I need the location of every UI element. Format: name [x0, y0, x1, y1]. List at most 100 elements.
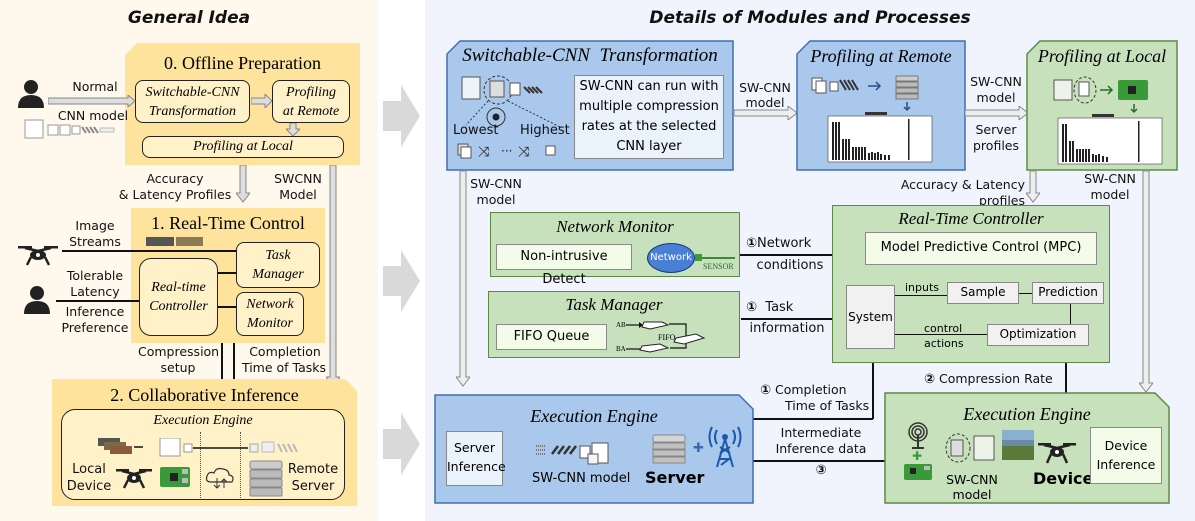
details-title: Details of Modules and Processes: [649, 8, 971, 28]
drone-icon: [116, 469, 152, 489]
sw-cnn-icon: [461, 75, 561, 128]
image-stream-icon: [146, 237, 203, 246]
device-model-icon: [945, 430, 1034, 463]
ab-label: AB: [616, 321, 626, 329]
arrow-down-icon: [1026, 171, 1040, 203]
server-inference-label: Server: [454, 440, 495, 455]
arrow-line: [218, 306, 236, 308]
intermediate-label-1: Intermediate: [780, 425, 862, 440]
model-label: model: [745, 95, 785, 110]
task-manager-title: Task Manager: [565, 295, 663, 314]
arrow-line: [218, 272, 236, 274]
model-text: model: [952, 487, 992, 502]
device-inference-label: Device: [1104, 438, 1148, 453]
server-inference-box: Server Inference: [446, 431, 506, 486]
local-profile-chart-icon: [1053, 76, 1163, 165]
stage0-title: 0. Offline Preparation: [163, 53, 322, 73]
intermediate-arrow: [752, 460, 887, 462]
general-idea-title: General Idea: [127, 8, 251, 28]
remote-profile-chart-icon: [811, 75, 933, 163]
system-box: System: [846, 285, 895, 349]
profiling-local-title: Profiling at Local: [1037, 46, 1167, 66]
step-number: ①: [760, 383, 772, 398]
server-engine-title: Execution Engine: [530, 406, 658, 426]
svg-text:⤨: ⤨: [478, 144, 490, 160]
big-arrow-icon: [383, 250, 420, 312]
task-information-arrow: [741, 318, 833, 320]
controller-label-2: Controller: [149, 299, 208, 314]
stage2-title: 2. Collaborative Inference: [110, 385, 299, 405]
server-label: Server: [291, 479, 335, 494]
cnn-model-icon: [24, 119, 115, 139]
sw-cnn-model-label: SW-CNN model: [532, 471, 631, 486]
stage1-title: 1. Real-Time Control: [131, 213, 325, 234]
latency-label: Latency: [70, 284, 120, 299]
profiling-remote-label-1: Profiling: [285, 85, 337, 100]
device-inference-label: Inference: [1096, 457, 1156, 472]
inference-label: Inference: [65, 304, 125, 319]
execution-engine-title: Execution Engine: [153, 413, 253, 428]
highest-label: Highest: [520, 123, 570, 138]
accuracy-label: Accuracy: [146, 171, 204, 186]
switchable-cnn-box[interactable]: Switchable-CNN Transformation: [135, 80, 250, 123]
time-of-tasks-label: Time of Tasks: [241, 360, 327, 375]
arrow-down-icon: [1139, 171, 1153, 393]
local-label: Local: [72, 462, 106, 477]
task-manager-box[interactable]: Task Manager: [236, 242, 320, 288]
profiling-remote-label-2: at Remote: [282, 104, 340, 119]
image-label: Image: [75, 218, 115, 233]
wireless-device-icon: ✚: [904, 422, 932, 480]
cnn-model-label: CNN model: [57, 108, 129, 123]
model-label: Model: [279, 187, 317, 202]
stage1-title-text: 1. Real-Time Control: [151, 213, 305, 233]
device-label: Device: [1033, 469, 1094, 488]
device-label: Device: [66, 479, 112, 494]
completion-label-1: ① Completion: [760, 382, 870, 399]
sw-cnn-label: SW-CNN: [739, 80, 791, 95]
profiling-local-box[interactable]: Profiling at Local: [142, 136, 344, 158]
server-label: Server: [975, 122, 1017, 137]
normal-label: Normal: [72, 79, 118, 94]
drone-icon: [1038, 443, 1076, 464]
network-sensor-icon: Network: [647, 243, 695, 273]
description-line: SW-CNN can run with: [579, 79, 719, 94]
sw-cnn-label: SW-CNN: [1084, 171, 1136, 186]
arrow-icon: [48, 95, 136, 107]
network-conditions-label-1: ①Network: [746, 236, 836, 252]
network-conditions-label-2: conditions: [756, 258, 824, 273]
sensor-node: [695, 254, 702, 261]
compression-rate-text: Compression Rate: [939, 371, 1053, 386]
lowest-label: Lowest: [453, 123, 499, 138]
description-line: CNN layer: [616, 139, 682, 154]
divider: [240, 432, 241, 498]
mpc-box: Model Predictive Control (MPC): [865, 232, 1097, 265]
arrow-down-icon: [286, 123, 300, 137]
drone-icon: [18, 246, 58, 266]
device-model-label: SW-CNN model: [942, 472, 1002, 502]
svg-text:⤨: ⤨: [518, 144, 530, 160]
prediction-box: Prediction: [1032, 282, 1104, 304]
execution-engine-box[interactable]: [61, 409, 345, 500]
profiling-remote-box[interactable]: Profiling at Remote: [272, 80, 350, 123]
sw-cnn-model-icon: [536, 442, 609, 465]
completion-arrow: [233, 343, 235, 381]
svg-text:✚: ✚: [912, 449, 922, 463]
remote-label: Remote: [287, 462, 339, 477]
device-engine-title: Execution Engine: [963, 404, 1091, 424]
prediction-arrow: [1070, 304, 1071, 324]
image-flow-icon: [98, 438, 298, 457]
model-label: model: [1090, 187, 1130, 202]
device-inference-box: Device Inference: [1090, 427, 1162, 484]
control-label: control: [924, 322, 963, 335]
sample-box: Sample: [947, 282, 1019, 304]
realtime-controller-box[interactable]: Real-time Controller: [139, 258, 218, 336]
switch-icons: ⤨ ··· ⤨: [457, 143, 556, 160]
user-icon: [18, 80, 44, 108]
compression-label: Compression: [138, 344, 220, 359]
fifo-queue: FIFO Queue: [496, 324, 607, 350]
user-input-arrow: [56, 300, 139, 302]
swcnn-label: SWCNN: [274, 171, 322, 186]
image-stream-arrow: [62, 250, 236, 252]
network-monitor-box[interactable]: Network Monitor: [236, 292, 304, 336]
step-number: ②: [924, 372, 936, 387]
